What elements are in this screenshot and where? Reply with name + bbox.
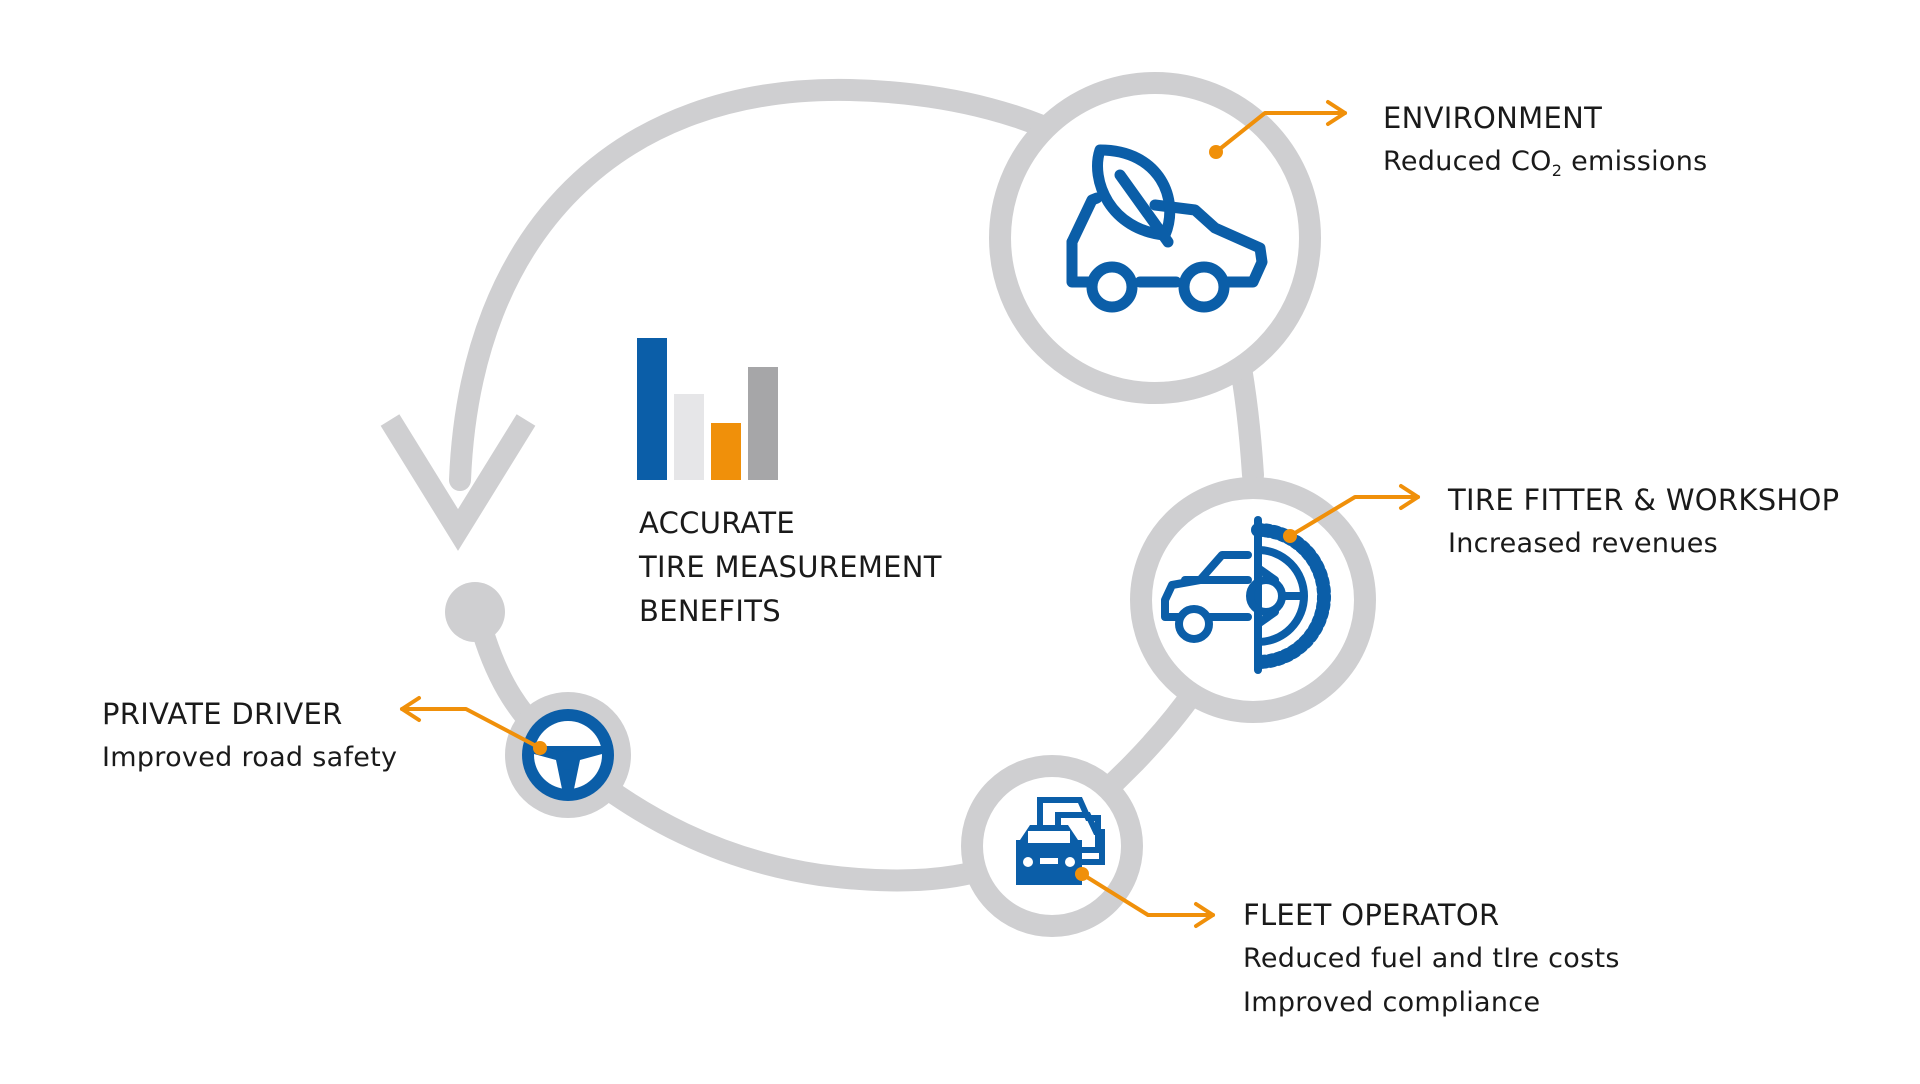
fleet-operator-label: FLEET OPERATOR Reduced fuel and tIre cos… bbox=[1243, 893, 1620, 1025]
private-driver-title: PRIVATE DRIVER bbox=[102, 697, 343, 731]
fleet-operator-title: FLEET OPERATOR bbox=[1243, 898, 1500, 932]
private-driver-benefit: Improved road safety bbox=[102, 742, 398, 773]
environment-title: ENVIRONMENT bbox=[1383, 101, 1603, 135]
tire-fitter-node bbox=[1130, 477, 1376, 723]
environment-benefit: Reduced CO2 emissions bbox=[1383, 140, 1708, 193]
environment-benefit-suffix: emissions bbox=[1562, 146, 1708, 177]
private-driver-label: PRIVATE DRIVER Improved road safety bbox=[102, 692, 397, 780]
center-line-1: ACCURATE bbox=[639, 506, 796, 540]
leaf-car-icon bbox=[1066, 144, 1268, 313]
environment-label: ENVIRONMENT Reduced CO2 emissions bbox=[1383, 96, 1708, 193]
fleet-operator-arrow bbox=[1075, 867, 1215, 928]
bar-light-gray bbox=[674, 394, 704, 480]
environment-benefit-sub: 2 bbox=[1551, 161, 1563, 180]
bar-blue bbox=[637, 338, 667, 480]
center-line-2: TIRE MEASUREMENT bbox=[639, 550, 942, 584]
environment-arrow bbox=[1209, 100, 1347, 159]
tire-fitter-label: TIRE FITTER & WORKSHOP Increased revenue… bbox=[1448, 478, 1839, 566]
center-line-3: BENEFITS bbox=[639, 594, 781, 628]
fleet-operator-node bbox=[961, 755, 1143, 937]
bar-chart-icon bbox=[637, 338, 778, 480]
tire-fitter-benefit: Increased revenues bbox=[1448, 528, 1718, 559]
bar-orange bbox=[711, 423, 741, 480]
steering-wheel-icon bbox=[522, 709, 614, 801]
environment-node bbox=[989, 72, 1321, 404]
fleet-operator-benefit-1: Reduced fuel and tIre costs bbox=[1243, 943, 1620, 974]
cycle-start-dot bbox=[445, 582, 505, 642]
environment-benefit-prefix: Reduced CO bbox=[1383, 146, 1552, 177]
tire-fitter-title: TIRE FITTER & WORKSHOP bbox=[1448, 483, 1840, 517]
fleet-operator-benefit-2: Improved compliance bbox=[1243, 987, 1541, 1018]
car-tire-icon bbox=[1161, 516, 1331, 674]
private-driver-arrow bbox=[400, 696, 547, 755]
tire-fitter-arrow bbox=[1283, 484, 1420, 543]
center-label: ACCURATE TIRE MEASUREMENT BENEFITS bbox=[639, 501, 942, 633]
car-fleet-icon bbox=[1016, 797, 1105, 885]
private-driver-node bbox=[505, 692, 631, 818]
bar-gray bbox=[748, 367, 778, 480]
cycle-arrowhead bbox=[380, 414, 536, 551]
